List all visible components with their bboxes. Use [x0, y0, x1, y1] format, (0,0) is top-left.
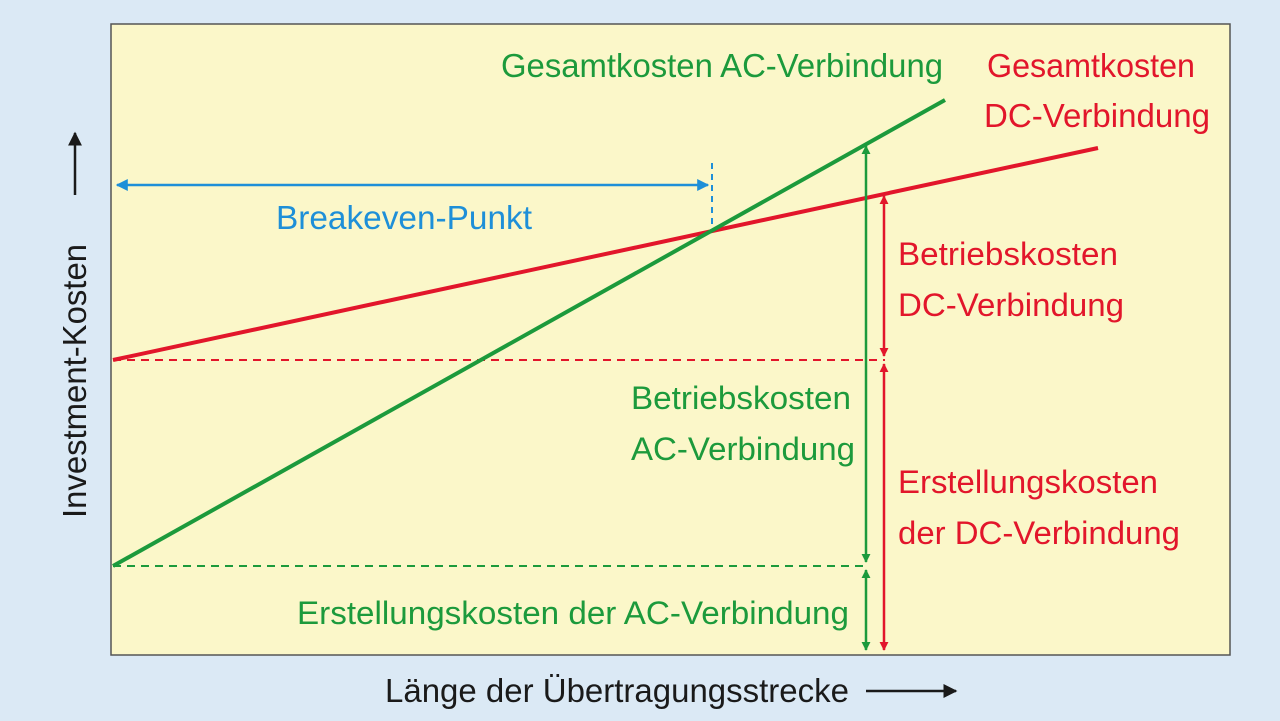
ac-total-cost-label: Gesamtkosten AC-Verbindung — [501, 47, 943, 84]
dc-construction-label-line1: Erstellungskosten — [898, 464, 1158, 500]
dc-operating-label-line1: Betriebskosten — [898, 236, 1118, 272]
plot-area — [110, 23, 1231, 656]
ac-total-cost-line — [112, 98, 946, 568]
y-axis-label: Investment-Kosten — [56, 244, 93, 518]
ac-construction-label: Erstellungskosten der AC-Verbindung — [297, 595, 849, 631]
dc-total-cost-line — [112, 146, 1099, 362]
dc-total-cost-label-line2: DC-Verbindung — [984, 97, 1210, 134]
breakeven-label: Breakeven-Punkt — [276, 199, 532, 236]
dc-construction-label-line2: der DC-Verbindung — [898, 515, 1180, 551]
ac-operating-label-line1: Betriebskosten — [631, 380, 851, 416]
ac-operating-label-line2: AC-Verbindung — [631, 431, 855, 467]
dc-total-cost-label-line1: Gesamtkosten — [987, 47, 1195, 84]
dc-operating-label-line2: DC-Verbindung — [898, 287, 1124, 323]
x-axis-label: Länge der Übertragungsstrecke — [385, 672, 849, 709]
